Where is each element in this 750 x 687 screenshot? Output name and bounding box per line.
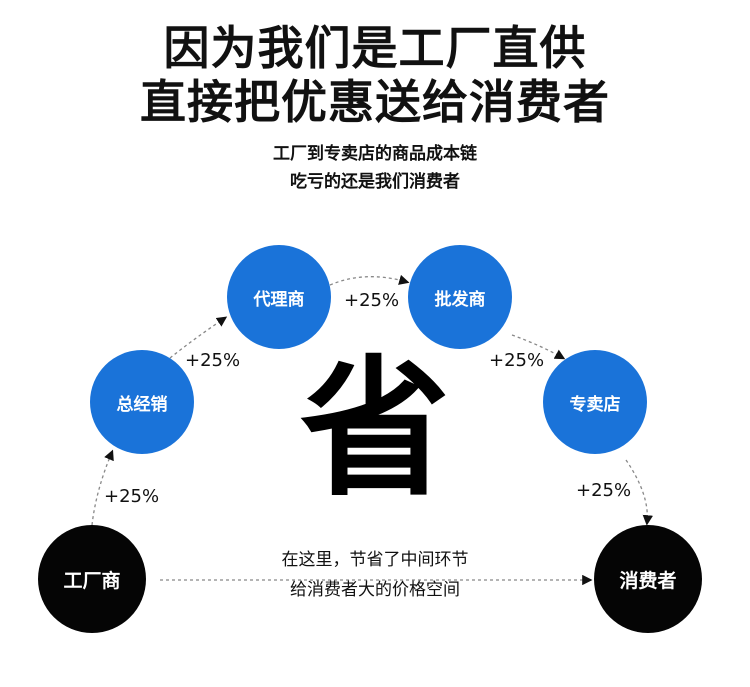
center-note-line-2: 给消费者大的价格空间 — [290, 580, 460, 600]
center-note-line-1: 在这里，节省了中间环节 — [281, 550, 469, 570]
node-agent: 代理商 — [227, 245, 331, 349]
markup-factory-distributor: +25% — [104, 486, 160, 507]
markup-store-consumer: +25% — [576, 480, 632, 501]
markup-wholesaler-store: +25% — [489, 350, 545, 371]
markup-distributor-agent: +25% — [185, 350, 241, 371]
save-character: 省 — [299, 343, 450, 517]
arrow-store-to-consumer — [625, 459, 653, 526]
node-consumer: 消费者 — [594, 525, 702, 633]
arrow-agent-to-wholesaler — [329, 274, 410, 286]
arrow-distributor-to-agent — [169, 316, 228, 359]
node-store: 专卖店 — [543, 350, 647, 454]
subtitle-line-1: 工厂到专卖店的商品成本链 — [273, 144, 477, 164]
subtitle-line-2: 吃亏的还是我们消费者 — [290, 172, 460, 192]
markup-agent-wholesaler: +25% — [344, 290, 400, 311]
node-wholesaler: 批发商 — [408, 245, 512, 349]
node-factory: 工厂商 — [38, 525, 146, 633]
headline-line-2: 直接把优惠送给消费者 — [140, 75, 610, 129]
arrow-factory-to-distributor — [91, 449, 114, 526]
headline-line-1: 因为我们是工厂直供 — [163, 21, 587, 75]
node-distributor: 总经销 — [90, 350, 194, 454]
